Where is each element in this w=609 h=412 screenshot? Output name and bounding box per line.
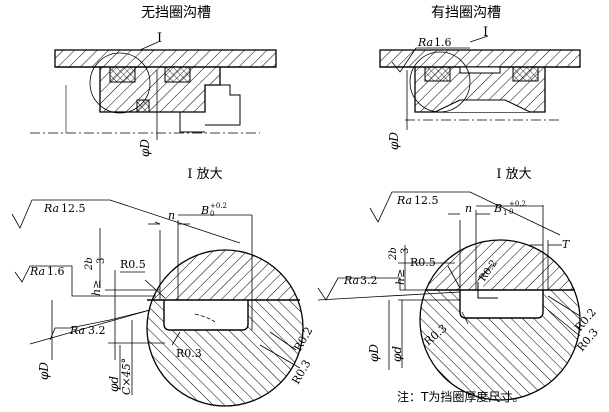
left-ra-16-prefix: Ra	[29, 265, 45, 278]
right-h-num: 2b	[388, 247, 399, 261]
left-b-tol-lower: 0	[210, 210, 214, 218]
left-h-label: h≥	[90, 280, 103, 296]
left-ra-32-value: 3.2	[88, 324, 106, 337]
right-top-ra-prefix: Ra	[417, 36, 433, 49]
right-enlarged-title: Ⅰ 放大	[496, 167, 531, 182]
left-phid: φd	[107, 376, 121, 392]
top-left-view	[30, 41, 277, 140]
right-ra-32-prefix: Ra	[343, 274, 359, 287]
left-b-tol-upper: +0.2	[210, 202, 227, 210]
left-chamfer: C×45°	[120, 358, 133, 395]
right-top-ra-value: 1.6	[434, 36, 452, 49]
right-ra-125-value: 12.5	[414, 194, 439, 207]
bottom-left-enlarged: Ra 12.5 Ra 1.6 Ra 3.2 n B +0.2 0 R0.5 R0…	[11, 199, 315, 407]
right-detail-mark: Ⅰ	[483, 25, 488, 40]
left-detail-mark: Ⅰ	[157, 31, 162, 46]
right-n-label: n	[465, 202, 472, 215]
right-top-title: 有挡圈沟槽	[431, 5, 501, 21]
right-b1-sub: 1	[503, 209, 507, 217]
bottom-right-enlarged: Ra 12.5 Ra 3.2 n B 1 +0.2 0 T R0.5 R0.2 …	[317, 191, 601, 401]
left-ra-125-prefix: Ra	[43, 202, 59, 215]
right-t-label: T	[562, 238, 571, 251]
left-top-title: 无挡圈沟槽	[141, 5, 211, 21]
right-b1-label: B	[493, 202, 502, 215]
footnote: 注：T为挡圈厚度尺寸。	[397, 389, 524, 404]
left-top-phiD: φD	[138, 139, 152, 157]
left-ra-16-value: 1.6	[47, 265, 65, 278]
right-h-den: 3	[400, 248, 411, 254]
left-ra-125-value: 12.5	[61, 202, 86, 215]
right-ra-125-prefix: Ra	[396, 194, 412, 207]
right-top-phiD: φD	[387, 132, 401, 150]
right-h-label: h≥	[394, 269, 407, 285]
left-r05-label: R0.5	[120, 258, 146, 271]
right-r05-label: R0.5	[410, 256, 436, 269]
left-r03-label: R0.3	[176, 347, 202, 360]
right-b1-tol-upper: +0.2	[509, 200, 526, 208]
right-ra-32-value: 3.2	[360, 274, 378, 287]
left-n-label: n	[168, 209, 175, 222]
left-enlarged-title: Ⅰ 放大	[187, 167, 222, 182]
right-phid: φd	[390, 346, 404, 362]
left-phiD: φD	[37, 362, 51, 380]
left-b-label: B	[200, 204, 209, 217]
top-right-view	[379, 35, 581, 130]
right-phiD: φD	[367, 344, 381, 362]
left-ra-32-prefix: Ra	[69, 324, 85, 337]
right-b1-tol-lower: 0	[509, 208, 513, 216]
left-h-num: 2b	[84, 257, 95, 271]
left-h-den: 3	[96, 258, 107, 264]
